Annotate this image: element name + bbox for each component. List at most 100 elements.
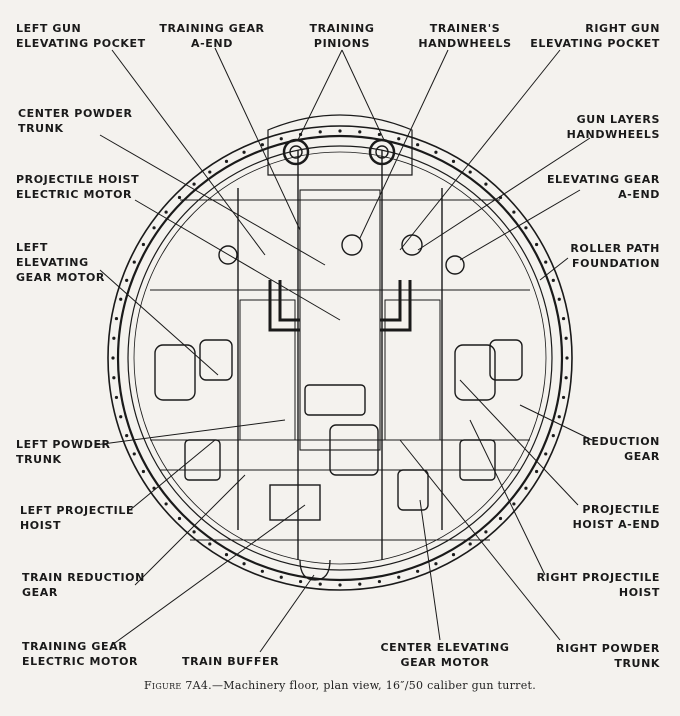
ring-bolt bbox=[125, 434, 129, 438]
ring-bolt bbox=[114, 316, 119, 321]
ring-bolt bbox=[125, 278, 129, 282]
ring-bolt bbox=[551, 278, 555, 282]
ring-bolt bbox=[534, 242, 539, 247]
ring-bolt bbox=[358, 130, 362, 134]
label-train-buffer: TRAIN BUFFER bbox=[182, 655, 280, 668]
ring-bolt bbox=[298, 579, 303, 584]
outer-ring bbox=[107, 125, 573, 591]
ring-bolt bbox=[177, 516, 182, 521]
ring-bolt bbox=[451, 552, 456, 557]
ring-bolt bbox=[260, 143, 264, 147]
ring-bolt bbox=[224, 552, 229, 557]
ring-bolt bbox=[242, 562, 246, 566]
ring-bolt bbox=[377, 579, 382, 584]
ring-bolt bbox=[141, 242, 146, 247]
leader-lines bbox=[94, 47, 593, 653]
inner-ring bbox=[127, 145, 553, 571]
ring-bolt bbox=[119, 415, 123, 419]
ring-bolt bbox=[119, 297, 123, 301]
ring-bolt bbox=[524, 486, 528, 490]
ring-bolt bbox=[318, 582, 322, 586]
ring-bolt bbox=[164, 210, 168, 214]
ring-bolt bbox=[534, 469, 539, 474]
ring-bolt bbox=[208, 170, 212, 174]
ring-bolt bbox=[279, 137, 283, 141]
ring-bolt bbox=[112, 336, 116, 340]
ring-bolt bbox=[544, 260, 548, 264]
ring-bolt bbox=[111, 356, 115, 360]
ring-bolt bbox=[338, 583, 342, 587]
ring-bolt bbox=[152, 226, 156, 230]
ring-bolt bbox=[164, 502, 168, 506]
ring-bolt bbox=[561, 395, 566, 400]
ring-bolt bbox=[397, 575, 401, 579]
ring-bolt bbox=[557, 415, 561, 419]
ring-bolt bbox=[192, 530, 196, 534]
ring-bolt bbox=[260, 569, 264, 573]
ring-bolt bbox=[208, 542, 212, 546]
ring-bolt bbox=[564, 336, 568, 340]
ring-bolt bbox=[565, 356, 569, 360]
ring-bolt bbox=[544, 452, 548, 456]
ring-bolt bbox=[468, 542, 472, 546]
ring-bolt bbox=[114, 395, 119, 400]
ring-bolt bbox=[451, 159, 456, 164]
ring-bolt bbox=[242, 150, 246, 154]
ring-bolt bbox=[512, 502, 516, 506]
ring-bolt bbox=[397, 137, 401, 141]
ring-bolt bbox=[224, 159, 229, 164]
ring-bolt bbox=[557, 297, 561, 301]
roller-path-ring bbox=[116, 134, 564, 582]
ring-bolt bbox=[338, 129, 342, 133]
ring-bolt bbox=[377, 132, 382, 137]
ring-bolt bbox=[512, 210, 516, 214]
ring-bolt bbox=[524, 226, 528, 230]
ring-bolt bbox=[177, 195, 182, 200]
ring-bolt bbox=[564, 376, 568, 380]
figure-caption-text: —Machinery floor, plan view, 16″/50 cali… bbox=[211, 679, 537, 692]
ring-bolt bbox=[561, 316, 566, 321]
ring-bolt bbox=[484, 182, 488, 186]
ring-bolt bbox=[358, 582, 362, 586]
ring-bolt bbox=[416, 569, 420, 573]
ring-bolts bbox=[111, 129, 569, 587]
ring-bolt bbox=[498, 516, 503, 521]
ring-bolt bbox=[192, 182, 196, 186]
ring-bolt bbox=[484, 530, 488, 534]
training-pinion-right bbox=[368, 138, 396, 166]
ring-bolt bbox=[132, 260, 136, 264]
figure-caption: Figure 7A4.—Machinery floor, plan view, … bbox=[0, 679, 680, 692]
ring-bolt bbox=[318, 130, 322, 134]
ring-bolt bbox=[551, 434, 555, 438]
ring-bolt bbox=[434, 150, 438, 154]
ring-bolt bbox=[279, 575, 283, 579]
ring-bolt bbox=[416, 143, 420, 147]
ring-bolt bbox=[468, 170, 472, 174]
training-pinion-left bbox=[282, 138, 310, 166]
ring-bolt bbox=[112, 376, 116, 380]
ring-bolt bbox=[434, 562, 438, 566]
ring-bolt bbox=[132, 452, 136, 456]
ring-bolt bbox=[141, 469, 146, 474]
